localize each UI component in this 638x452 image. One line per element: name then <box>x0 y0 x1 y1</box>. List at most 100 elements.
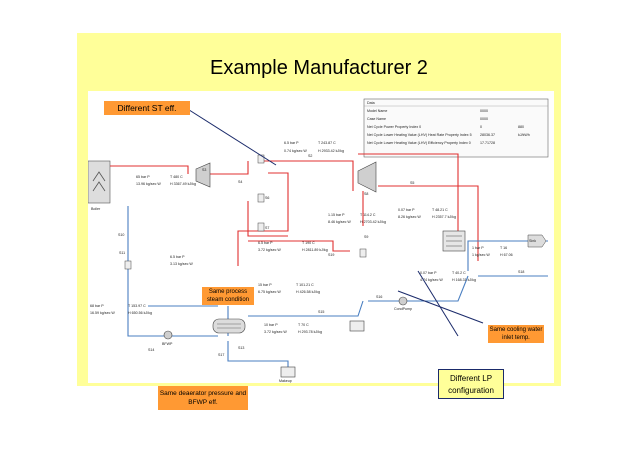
stream-labels: 65 bar P T 480 C 13.96 kg/sec W H 3367.4… <box>90 141 524 357</box>
svg-text:1 bar P: 1 bar P <box>472 246 484 250</box>
svg-text:S16: S16 <box>376 295 382 299</box>
svg-text:Net Cycle Lower Heating Value: Net Cycle Lower Heating Value (LHV) Heat… <box>367 133 472 137</box>
condenser <box>442 230 466 252</box>
svg-text:H 650.56 kJ/kg: H 650.56 kJ/kg <box>128 311 152 315</box>
info-table: Data Model Name 0000 Case Name 0000 Net … <box>363 98 549 158</box>
lp-turbine <box>357 161 377 193</box>
cw-sink: Sink <box>527 234 547 248</box>
hp-turbine <box>195 162 211 188</box>
svg-text:Sink: Sink <box>529 239 536 243</box>
boiler: Boiler <box>88 160 111 211</box>
svg-text:10 bar P: 10 bar P <box>264 323 278 327</box>
process-flow-diagram: Data Model Name 0000 Case Name 0000 Net … <box>88 91 554 410</box>
svg-text:H 168.31 kJ/kg: H 168.31 kJ/kg <box>452 278 476 282</box>
callout-lp-configuration: Different LP configuration <box>438 369 504 399</box>
svg-text:1.15 bar P: 1.15 bar P <box>328 213 345 217</box>
svg-text:Net Cycle Power Property Ind: Net Cycle Power Property Index 0 <box>367 125 421 129</box>
valves <box>124 154 367 270</box>
svg-text:T 153.97 C: T 153.97 C <box>128 304 146 308</box>
svg-text:13.96 kg/sec W: 13.96 kg/sec W <box>136 182 161 186</box>
svg-text:S18: S18 <box>518 270 524 274</box>
svg-text:S13: S13 <box>238 346 244 350</box>
svg-text:S8: S8 <box>364 192 368 196</box>
svg-text:880: 880 <box>518 125 524 129</box>
svg-text:T 480 C: T 480 C <box>170 175 183 179</box>
svg-text:H 293.78 kJ/kg: H 293.78 kJ/kg <box>298 330 322 334</box>
steam-lines <box>110 153 479 266</box>
water-lines <box>127 206 548 376</box>
svg-text:0: 0 <box>480 125 482 129</box>
svg-text:28036.37: 28036.37 <box>480 133 495 137</box>
svg-text:S17: S17 <box>218 353 224 357</box>
flow-diagram-svg: Data Model Name 0000 Case Name 0000 Net … <box>88 98 549 383</box>
svg-text:3.72 kg/sec W: 3.72 kg/sec W <box>258 248 281 252</box>
svg-text:1 kg/sec W: 1 kg/sec W <box>472 253 490 257</box>
svg-text:0.74 kg/sec W: 0.74 kg/sec W <box>284 149 307 153</box>
deaerator <box>212 318 246 334</box>
svg-text:Net Cycle Lower Heating Value: Net Cycle Lower Heating Value (LHV) Effi… <box>367 141 471 145</box>
svg-text:T 48.21 C: T 48.21 C <box>432 208 448 212</box>
svg-text:3.72 kg/sec W: 3.72 kg/sec W <box>264 330 287 334</box>
callout-cooling-water: Same cooling water inlet temp. <box>488 325 544 343</box>
process-heater <box>349 320 365 332</box>
svg-text:S19: S19 <box>328 253 334 257</box>
svg-text:T 70 C: T 70 C <box>298 323 309 327</box>
callout-deaerator: Same deaerator pressure and BFWP eff. <box>158 386 248 410</box>
svg-text:0000: 0000 <box>480 117 488 121</box>
svg-text:15 bar P: 15 bar P <box>258 283 272 287</box>
svg-text:6.5 bar P: 6.5 bar P <box>258 241 273 245</box>
svg-text:S5: S5 <box>410 181 414 185</box>
callout-process-steam: Same process steam condition <box>202 287 254 305</box>
svg-text:S2: S2 <box>308 154 312 158</box>
svg-text:H 2933.42 kJ/kg: H 2933.42 kJ/kg <box>318 149 344 153</box>
svg-text:Case Name: Case Name <box>367 117 386 121</box>
svg-text:16.59 kg/sec W: 16.59 kg/sec W <box>90 311 115 315</box>
svg-text:H 2703.42 kJ/kg: H 2703.42 kJ/kg <box>360 220 386 224</box>
slide-title: Example Manufacturer 2 <box>210 57 428 79</box>
svg-text:T 243.87 C: T 243.87 C <box>318 141 336 145</box>
svg-text:17.71728: 17.71728 <box>480 141 495 145</box>
svg-text:S15: S15 <box>318 310 324 314</box>
svg-text:S10: S10 <box>118 233 124 237</box>
svg-text:CondPump: CondPump <box>394 307 412 311</box>
svg-text:3.13 kg/sec W: 3.13 kg/sec W <box>170 262 193 266</box>
svg-text:S14: S14 <box>148 348 154 352</box>
svg-text:6.5 bar P: 6.5 bar P <box>284 141 299 145</box>
svg-text:H 2811.89 kJ/kg: H 2811.89 kJ/kg <box>302 248 328 252</box>
svg-text:0.07 bar P: 0.07 bar P <box>398 208 415 212</box>
svg-text:8.26 kg/sec W: 8.26 kg/sec W <box>398 215 421 219</box>
svg-text:H 2357.7 kJ/kg: H 2357.7 kJ/kg <box>432 215 456 219</box>
svg-text:S7: S7 <box>265 226 269 230</box>
svg-text:T 101.21 C: T 101.21 C <box>296 283 314 287</box>
svg-text:8.46 kg/sec W: 8.46 kg/sec W <box>328 220 351 224</box>
svg-text:H 67.06: H 67.06 <box>500 253 513 257</box>
callout-pointers <box>185 107 484 337</box>
svg-text:T 16: T 16 <box>500 246 507 250</box>
condensate-pump: CondPump <box>394 296 412 311</box>
svg-text:Boiler: Boiler <box>91 207 101 211</box>
feed-pump: BFWP <box>162 330 173 346</box>
svg-text:68 bar P: 68 bar P <box>90 304 104 308</box>
svg-text:65 bar P: 65 bar P <box>136 175 150 179</box>
svg-text:T 190 C: T 190 C <box>302 241 315 245</box>
svg-text:kJ/kWh: kJ/kWh <box>518 133 530 137</box>
svg-text:S3: S3 <box>202 168 206 172</box>
svg-text:T 114.2 C: T 114.2 C <box>360 213 376 217</box>
svg-text:0.07 bar P: 0.07 bar P <box>420 271 437 275</box>
svg-text:H 426.58 kJ/kg: H 426.58 kJ/kg <box>296 290 320 294</box>
svg-text:6.5 bar P: 6.5 bar P <box>170 255 185 259</box>
svg-text:S6: S6 <box>265 196 269 200</box>
callout-st-eff: Different ST eff. <box>104 101 190 115</box>
svg-text:S4: S4 <box>238 180 242 184</box>
info-table-header: Data <box>367 101 375 105</box>
svg-text:S9: S9 <box>364 235 368 239</box>
svg-text:S11: S11 <box>119 251 125 255</box>
makeup-tank: Makeup <box>279 366 296 383</box>
svg-text:4.74 kg/sec W: 4.74 kg/sec W <box>420 278 443 282</box>
svg-text:0000: 0000 <box>480 109 488 113</box>
svg-text:Model Name: Model Name <box>367 109 387 113</box>
svg-text:Makeup: Makeup <box>279 379 292 383</box>
slide: Example Manufacturer 2 Data Model Name 0… <box>77 33 561 410</box>
svg-text:H 3367.49 kJ/kg: H 3367.49 kJ/kg <box>170 182 196 186</box>
svg-text:T 40.2 C: T 40.2 C <box>452 271 466 275</box>
